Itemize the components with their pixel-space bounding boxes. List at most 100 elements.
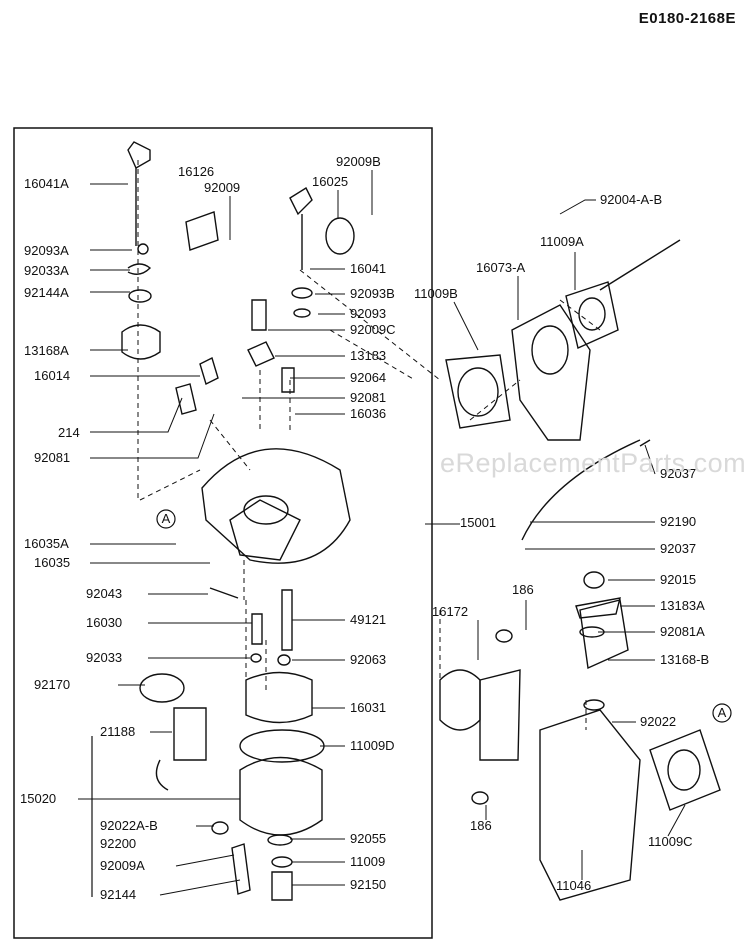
leader-line bbox=[644, 444, 656, 475]
pump-bracket bbox=[479, 669, 521, 761]
throttle-lever-top bbox=[289, 186, 313, 216]
part-label: 13168-B bbox=[660, 652, 709, 667]
stud-92004 bbox=[599, 239, 681, 291]
jet-92063 bbox=[277, 654, 291, 666]
throttle-plate bbox=[325, 217, 355, 255]
solenoid-21188 bbox=[173, 707, 207, 761]
part-label: 92081 bbox=[350, 390, 386, 405]
gasket-port-a bbox=[578, 297, 606, 331]
gasket-11009A bbox=[565, 281, 619, 349]
float-16031 bbox=[245, 671, 313, 724]
part-label: 92022 bbox=[640, 714, 676, 729]
part-label: 16036 bbox=[350, 406, 386, 421]
washer bbox=[293, 308, 311, 318]
part-label: 13183 bbox=[350, 348, 386, 363]
callout-label: A bbox=[718, 705, 727, 720]
washer-92022A bbox=[211, 821, 229, 835]
gasket-11009D bbox=[239, 729, 325, 763]
part-label: 92015 bbox=[660, 572, 696, 587]
washer-92055 bbox=[267, 834, 293, 846]
construction-line bbox=[139, 469, 201, 501]
part-label: 16073-A bbox=[476, 260, 525, 275]
part-label: 16041 bbox=[350, 261, 386, 276]
drain-bolt-92150 bbox=[271, 871, 293, 901]
spring-clip-92170 bbox=[139, 673, 185, 703]
leader-line bbox=[175, 854, 235, 867]
part-label: 92081 bbox=[34, 450, 70, 465]
bolt-186 bbox=[495, 629, 513, 643]
construction-line bbox=[329, 329, 416, 381]
part-label: 92200 bbox=[100, 836, 136, 851]
pin-92043 bbox=[209, 587, 239, 599]
washer-92081A bbox=[579, 626, 605, 638]
part-label: 92093A bbox=[24, 243, 69, 258]
washer bbox=[291, 287, 313, 299]
part-label: 16030 bbox=[86, 615, 122, 630]
part-label: 186 bbox=[512, 582, 534, 597]
bolt-186-b bbox=[471, 791, 489, 805]
fuel-hose-92190 bbox=[521, 439, 641, 541]
main-jet-49121 bbox=[281, 589, 293, 651]
part-label: 92033 bbox=[86, 650, 122, 665]
float-bowl-15020 bbox=[239, 756, 323, 836]
part-label: 92022A-B bbox=[100, 818, 158, 833]
part-label: 92170 bbox=[34, 677, 70, 692]
lever-13168B bbox=[579, 599, 629, 670]
washer-92033 bbox=[250, 653, 262, 663]
gasket-port-c bbox=[667, 749, 701, 791]
callout-label: A bbox=[162, 511, 171, 526]
part-label: 16172 bbox=[432, 604, 468, 619]
leader-line bbox=[159, 879, 241, 896]
part-label: 11009C bbox=[648, 834, 693, 849]
construction-line bbox=[209, 419, 251, 471]
fuel-pump-16172 bbox=[439, 669, 481, 731]
part-label: 16035A bbox=[24, 536, 69, 551]
carb-port bbox=[243, 495, 289, 525]
part-label: 92081A bbox=[660, 624, 705, 639]
clip bbox=[127, 263, 152, 275]
part-label: 92009 bbox=[204, 180, 240, 195]
insulator-port bbox=[531, 325, 569, 375]
part-label: 92037 bbox=[660, 466, 696, 481]
leader-line bbox=[559, 199, 596, 215]
callout-circle bbox=[156, 509, 176, 529]
bracket bbox=[247, 341, 275, 367]
part-label: 92037 bbox=[660, 541, 696, 556]
part-label: 92064 bbox=[350, 370, 386, 385]
insulator-16073A bbox=[511, 304, 591, 441]
emulsion-tube bbox=[251, 613, 263, 645]
part-label: 92093B bbox=[350, 286, 395, 301]
hose-clip bbox=[639, 439, 651, 447]
part-label: 16126 bbox=[178, 164, 214, 179]
part-label: 21188 bbox=[100, 724, 135, 739]
bracket-11046 bbox=[539, 709, 641, 901]
carb-bore bbox=[229, 499, 301, 561]
part-label: 92190 bbox=[660, 514, 696, 529]
part-label: 11009D bbox=[350, 738, 395, 753]
callout-circle bbox=[712, 703, 732, 723]
construction-line bbox=[469, 379, 521, 421]
part-label: 92063 bbox=[350, 652, 386, 667]
screw-214 bbox=[175, 383, 197, 415]
part-label: 11009A bbox=[540, 234, 584, 249]
part-label: 92009B bbox=[336, 154, 381, 169]
part-label: 92144 bbox=[100, 887, 136, 902]
leader-line bbox=[667, 804, 686, 837]
part-label: 92093 bbox=[350, 306, 386, 321]
leader-line bbox=[453, 301, 479, 351]
drain-screw bbox=[231, 843, 251, 895]
part-label: 16025 bbox=[312, 174, 348, 189]
plate-13183A bbox=[575, 597, 621, 619]
jet bbox=[281, 367, 295, 393]
part-label: 15001 bbox=[460, 515, 496, 530]
watermark: eReplacementParts.com bbox=[440, 448, 747, 478]
part-label: 49121 bbox=[350, 612, 386, 627]
washer-92022 bbox=[583, 699, 605, 711]
fastener bbox=[137, 243, 149, 255]
assembly-frame bbox=[13, 127, 433, 939]
spring bbox=[128, 289, 152, 303]
gasket-11009C bbox=[649, 729, 721, 811]
part-label: 92033A bbox=[24, 263, 69, 278]
